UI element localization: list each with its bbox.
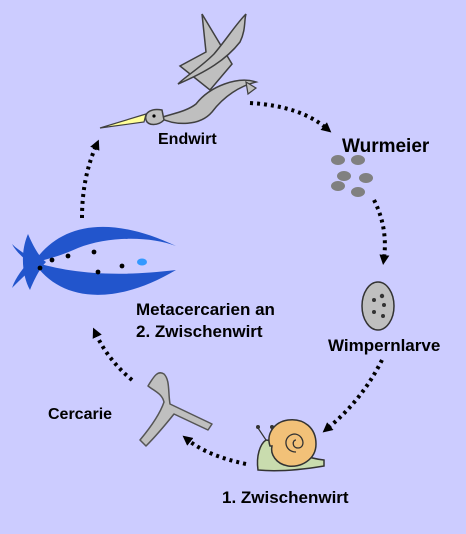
cercaria-icon [139, 372, 213, 447]
arrow-fish-to-bird [80, 139, 100, 219]
arrow-bird-to-eggs [249, 101, 332, 133]
label-final-host: Endwirt [158, 131, 217, 148]
label-ciliated-larva: Wimpernlarve [328, 336, 441, 355]
label-metacercaria-line-2: 2. Zwischenwirt [136, 322, 263, 341]
cycle-arrows [80, 101, 390, 466]
arrow-snail-to-cercaria [182, 435, 247, 466]
snail-icon [256, 419, 325, 472]
label-first-intermediate-host: 1. Zwischenwirt [222, 488, 349, 507]
label-cercaria: Cercarie [48, 406, 113, 423]
arrow-larva-to-snail [322, 359, 384, 433]
arrow-cercaria-to-fish [92, 327, 134, 382]
fish-icon [12, 226, 176, 295]
miracidium-icon [361, 281, 395, 331]
worm-eggs-icon [331, 155, 373, 197]
label-worm-eggs: Wurmeier [342, 136, 430, 157]
heron-icon [99, 13, 259, 129]
fish-eye [137, 258, 147, 266]
arrow-eggs-to-larva [372, 199, 390, 265]
label-metacercaria-line-1: Metacercarien an [136, 300, 275, 319]
